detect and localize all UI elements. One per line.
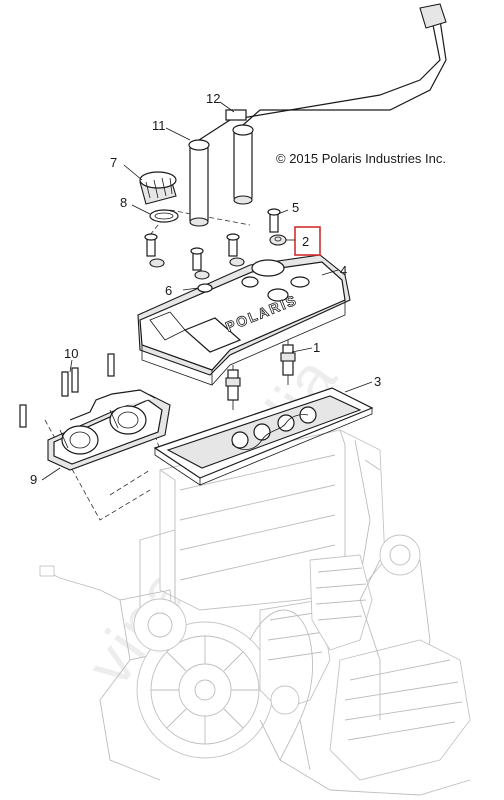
callout-2-highlight-box [294, 226, 321, 256]
engine-ghost [39, 429, 471, 796]
copyright-notice: © 2015 Polaris Industries Inc. [276, 151, 446, 166]
callout-3: 3 [374, 374, 381, 389]
callout-8: 8 [120, 195, 127, 210]
callout-1: 1 [313, 340, 320, 355]
part-3-gasket [153, 387, 374, 486]
callout-4: 4 [340, 263, 347, 278]
callout-6: 6 [165, 283, 172, 298]
part-9-intake [47, 389, 171, 471]
callout-2: 2 [302, 234, 309, 249]
callout-leaders [41, 101, 373, 481]
part-5-bolt [267, 208, 281, 233]
callout-10: 10 [64, 346, 78, 361]
callout-labels: 1 3 4 5 6 7 8 9 10 11 12 2 [30, 91, 381, 487]
part-11-ignition-coils [188, 124, 254, 227]
part-10-bolts [19, 353, 115, 428]
callout-9: 9 [30, 472, 37, 487]
part-1-spark-plugs [225, 340, 296, 410]
part-7-oil-cap [139, 171, 177, 205]
callout-5: 5 [292, 200, 299, 215]
callout-12: 12 [206, 91, 220, 106]
part-2-washer [269, 234, 287, 246]
callout-7: 7 [110, 155, 117, 170]
callout-11: 11 [152, 118, 166, 133]
part-8-o-ring [149, 209, 179, 223]
part-4-valve-cover: POLARIS [137, 254, 351, 386]
part-12-wire-harness [198, 3, 447, 141]
